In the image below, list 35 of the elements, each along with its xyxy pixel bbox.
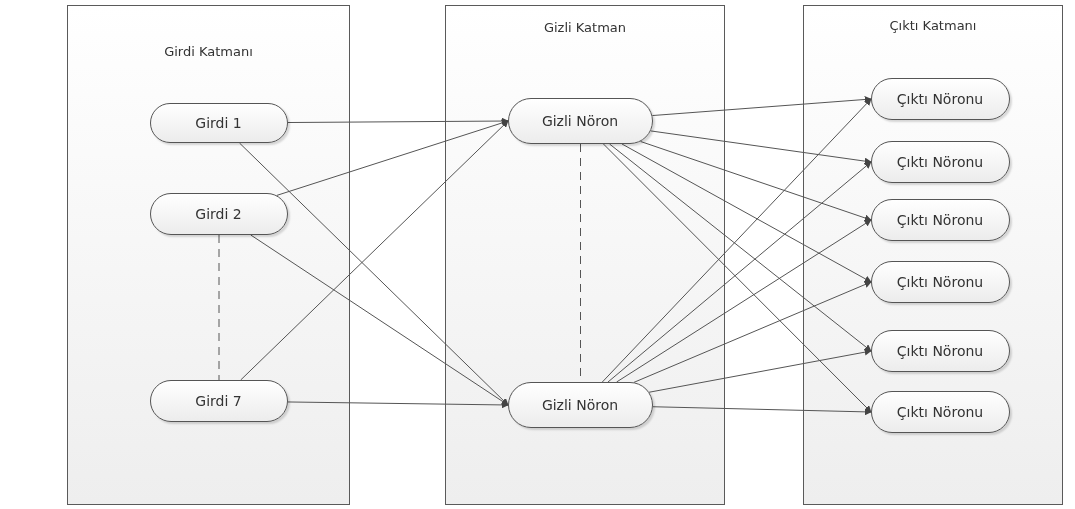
connector-arrow — [621, 143, 872, 283]
connector-arrow — [276, 119, 509, 196]
layer-title: Girdi Katmanı — [163, 44, 254, 59]
connector-arrow — [602, 143, 872, 413]
connector-arrow — [607, 161, 872, 383]
layer-panel — [803, 5, 1063, 505]
neuron-node: Girdi 1 — [149, 102, 288, 143]
neuron-node: Çıktı Nöronu — [870, 329, 1010, 372]
connector-arrow — [651, 96, 872, 117]
connector-arrow — [652, 406, 872, 416]
connector-arrow — [287, 401, 509, 409]
layer-panel — [67, 5, 350, 505]
neuron-node: Gizli Nöron — [507, 381, 653, 428]
neuron-node: Çıktı Nöronu — [870, 140, 1010, 183]
neuron-node: Çıktı Nöronu — [870, 198, 1010, 241]
connector-arrow — [640, 140, 872, 222]
layer-panel — [445, 5, 725, 505]
connector-arrow — [648, 348, 872, 393]
neuron-node: Girdi 2 — [149, 192, 288, 235]
connector-arrow — [633, 281, 872, 383]
connector-arrow — [609, 143, 872, 352]
connector-arrow — [650, 130, 872, 165]
layer-title: Gizli Katman — [542, 20, 628, 35]
connector-arrow — [240, 120, 509, 381]
neuron-node: Çıktı Nöronu — [870, 260, 1010, 303]
connector-arrow — [287, 117, 509, 125]
layer-title: Çıktı Katmanı — [888, 18, 978, 33]
neuron-node: Çıktı Nöronu — [870, 390, 1010, 433]
connector-arrow — [601, 98, 872, 383]
neuron-node: Gizli Nöron — [507, 97, 653, 144]
neuron-node: Girdi 7 — [149, 379, 288, 422]
connector-arrow — [239, 142, 509, 406]
connector-arrow — [250, 234, 509, 406]
neuron-node: Çıktı Nöronu — [870, 77, 1010, 120]
connector-arrow — [616, 219, 872, 383]
